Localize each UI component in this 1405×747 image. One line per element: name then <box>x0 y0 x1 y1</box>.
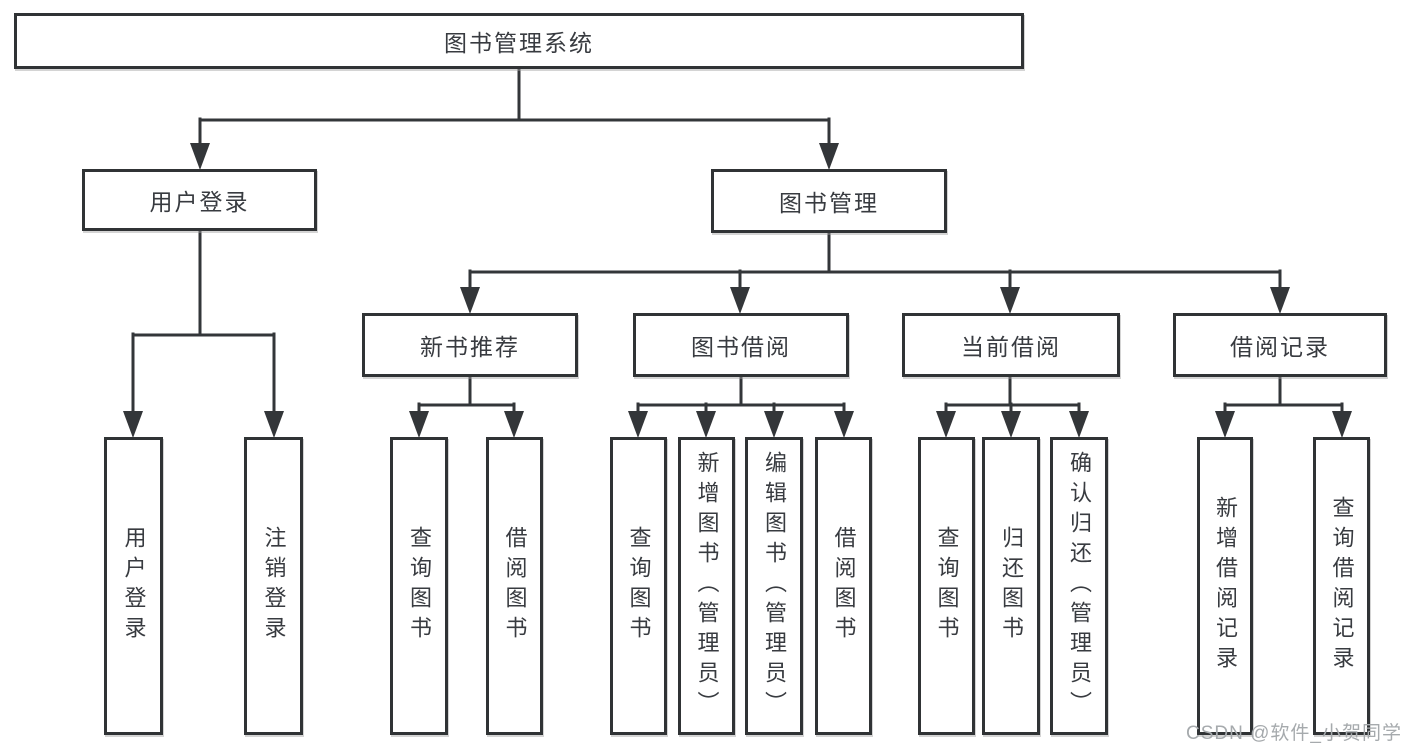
connector-line <box>944 375 1081 415</box>
arrowhead <box>628 411 648 438</box>
leaf-query-books-current: 查询图书 <box>918 437 975 735</box>
arrowhead <box>764 411 784 438</box>
csdn-watermark: CSDN @软件_小贺同学 <box>1186 723 1402 744</box>
leaf-return-books: 归还图书 <box>982 437 1040 735</box>
arrowhead <box>1001 411 1021 438</box>
node-label: 新增借阅记录 <box>1213 496 1238 676</box>
arrowhead <box>1332 411 1352 438</box>
node-label: 注销登录 <box>261 526 287 646</box>
leaf-query-borrow-record: 查询借阅记录 <box>1313 437 1370 735</box>
arrowhead <box>123 411 143 438</box>
arrowhead <box>819 143 839 170</box>
connector-root-to-level2 <box>190 64 839 170</box>
arrowhead <box>1000 287 1020 314</box>
arrowhead <box>460 287 480 314</box>
node-label: 确认归还（管理员） <box>1067 451 1092 721</box>
node-label: 新增图书（管理员） <box>694 451 720 721</box>
node-label: 借阅图书 <box>502 526 528 646</box>
node-label: 编辑图书（管理员） <box>762 451 787 721</box>
node-label: 用户登录 <box>149 189 250 215</box>
node-label: 用户登录 <box>121 526 147 646</box>
node-label: 当前借阅 <box>961 334 1061 360</box>
node-label: 借阅记录 <box>1230 334 1330 360</box>
node-current-borrowing: 当前借阅 <box>902 313 1120 377</box>
node-label: 新书推荐 <box>420 334 520 360</box>
leaf-logout: 注销登录 <box>244 437 303 735</box>
arrowhead <box>409 411 429 438</box>
node-label: 查询图书 <box>407 526 432 646</box>
arrowhead <box>190 143 210 170</box>
node-user-login: 用户登录 <box>82 169 317 231</box>
arrowhead <box>696 411 716 438</box>
arrowhead <box>1069 411 1089 438</box>
connector-line <box>468 231 1282 291</box>
leaf-query-books-borrowing: 查询图书 <box>610 437 667 735</box>
leaf-borrow-books: 借阅图书 <box>815 437 872 735</box>
node-label: 查询图书 <box>934 526 960 646</box>
connector-line <box>198 64 831 147</box>
leaf-query-books-recommend: 查询图书 <box>390 437 448 735</box>
connector-new-book-recommend-to-leaves <box>409 375 524 438</box>
node-borrowing-records: 借阅记录 <box>1173 313 1387 377</box>
node-label: 借阅图书 <box>831 526 857 646</box>
leaf-add-books-admin: 新增图书（管理员） <box>678 437 735 735</box>
connector-book-management-to-level3 <box>460 231 1290 314</box>
leaf-edit-books-admin: 编辑图书（管理员） <box>745 437 803 735</box>
leaf-confirm-return-admin: 确认归还（管理员） <box>1050 437 1108 735</box>
arrowhead <box>504 411 524 438</box>
node-label: 图书管理系统 <box>444 30 594 56</box>
arrowhead <box>936 411 956 438</box>
leaf-borrow-books-recommend: 借阅图书 <box>486 437 543 735</box>
node-label: 图书借阅 <box>691 334 791 360</box>
arrowhead <box>1270 287 1290 314</box>
connector-line <box>1223 375 1344 415</box>
connector-current-borrowing-to-leaves <box>936 375 1089 438</box>
node-label: 归还图书 <box>999 526 1024 646</box>
arrowhead <box>1215 411 1235 438</box>
node-label: 查询图书 <box>626 526 652 646</box>
connector-line <box>131 229 276 415</box>
node-book-borrowing: 图书借阅 <box>633 313 849 377</box>
connector-line <box>636 375 846 415</box>
connector-borrowing-records-to-leaves <box>1215 375 1352 438</box>
leaf-add-borrow-record: 新增借阅记录 <box>1197 437 1253 735</box>
arrowhead <box>730 287 750 314</box>
arrowhead <box>264 411 284 438</box>
node-label: 查询借阅记录 <box>1329 496 1355 676</box>
connector-book-borrowing-to-leaves <box>628 375 854 438</box>
connector-line <box>417 375 516 415</box>
node-new-book-recommend: 新书推荐 <box>362 313 578 377</box>
leaf-user-login: 用户登录 <box>104 437 163 735</box>
arrowhead <box>834 411 854 438</box>
node-book-management: 图书管理 <box>711 169 947 233</box>
node-label: 图书管理 <box>779 190 879 216</box>
connector-user-login-to-leaves <box>123 229 284 438</box>
node-library-management-system: 图书管理系统 <box>14 13 1024 69</box>
